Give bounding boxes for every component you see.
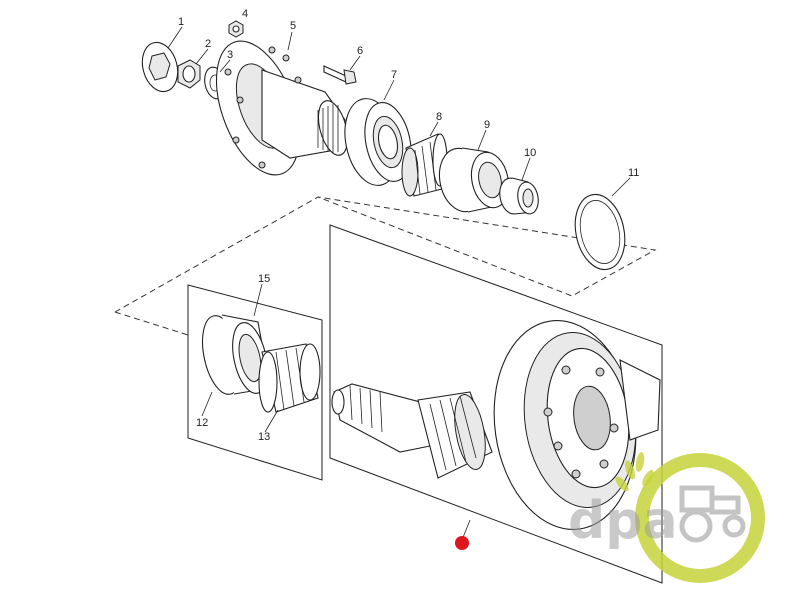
part-11-shim bbox=[574, 193, 626, 271]
part-2-nut bbox=[177, 59, 201, 89]
callout-13: 13 bbox=[258, 431, 270, 443]
callout-4: 4 bbox=[242, 8, 248, 20]
watermark-badge bbox=[635, 453, 765, 583]
callout-11: 11 bbox=[628, 167, 639, 179]
callout-3: 3 bbox=[227, 49, 233, 61]
crown-gear bbox=[493, 320, 661, 530]
part-1-lock-washer bbox=[141, 41, 179, 93]
panel-bearing-12-13 bbox=[187, 284, 323, 481]
watermark-logo: dpa bbox=[568, 452, 765, 583]
callout-7: 7 bbox=[391, 69, 397, 81]
callout-5: 5 bbox=[290, 20, 296, 32]
part-7-bearing bbox=[344, 98, 412, 186]
red-marker-dot bbox=[455, 536, 469, 550]
part-8-bearing-cone bbox=[401, 133, 448, 197]
callout-10: 10 bbox=[524, 147, 536, 159]
leader-lines bbox=[167, 26, 631, 541]
callout-8: 8 bbox=[436, 111, 442, 123]
tractor-icon bbox=[679, 485, 746, 543]
part-10-sleeve bbox=[499, 177, 539, 215]
watermark-text: dpa bbox=[568, 491, 678, 551]
part-6-bolt bbox=[323, 65, 357, 85]
callout-numbers: 1 2 3 4 5 6 7 8 9 10 11 15 12 13 bbox=[178, 8, 639, 443]
callout-2: 2 bbox=[205, 38, 211, 50]
callout-1: 1 bbox=[178, 16, 184, 28]
callout-9: 9 bbox=[484, 119, 490, 131]
pinion-shaft bbox=[331, 383, 493, 479]
wheat-icon bbox=[615, 452, 654, 492]
callout-12: 12 bbox=[196, 417, 208, 429]
part-13-bearing-cone bbox=[258, 343, 321, 413]
panel-gear-set bbox=[329, 224, 663, 584]
group-outline-dashed-left bbox=[114, 311, 189, 336]
part-4-nut bbox=[228, 20, 244, 38]
callout-15: 15 bbox=[258, 273, 270, 285]
part-5-hub-housing bbox=[216, 40, 349, 176]
callout-6: 6 bbox=[357, 45, 363, 57]
group-outline-dashed bbox=[114, 196, 657, 313]
part-9-bearing-cup bbox=[438, 147, 510, 213]
